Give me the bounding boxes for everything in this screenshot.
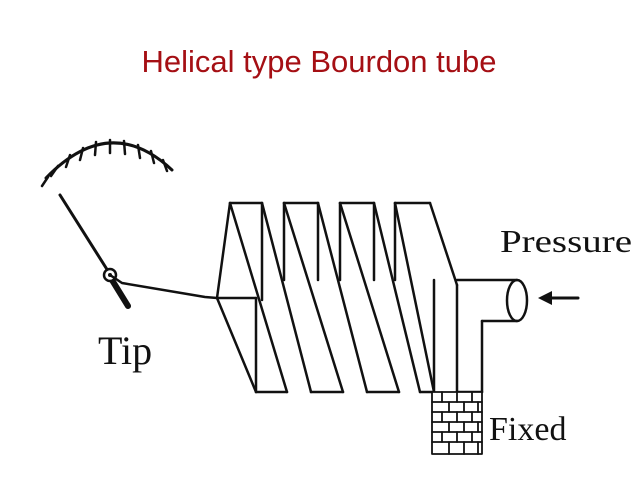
pressure-arrow [538,291,580,305]
pointer-needle [58,193,110,273]
linkage [108,273,219,300]
inlet-pipe [432,278,529,394]
helical-tube [215,201,459,394]
fixed-label: Fixed [489,411,566,448]
pointer-tail [109,277,131,309]
tip-label: Tip [98,328,152,373]
fixed-support [431,391,483,455]
dial-scale [40,138,174,188]
pointer [58,193,131,309]
slide-title: Helical type Bourdon tube [141,44,497,79]
pressure-label: Pressure [500,223,632,259]
dial-ticks [40,138,169,188]
pipe-opening [505,278,529,323]
